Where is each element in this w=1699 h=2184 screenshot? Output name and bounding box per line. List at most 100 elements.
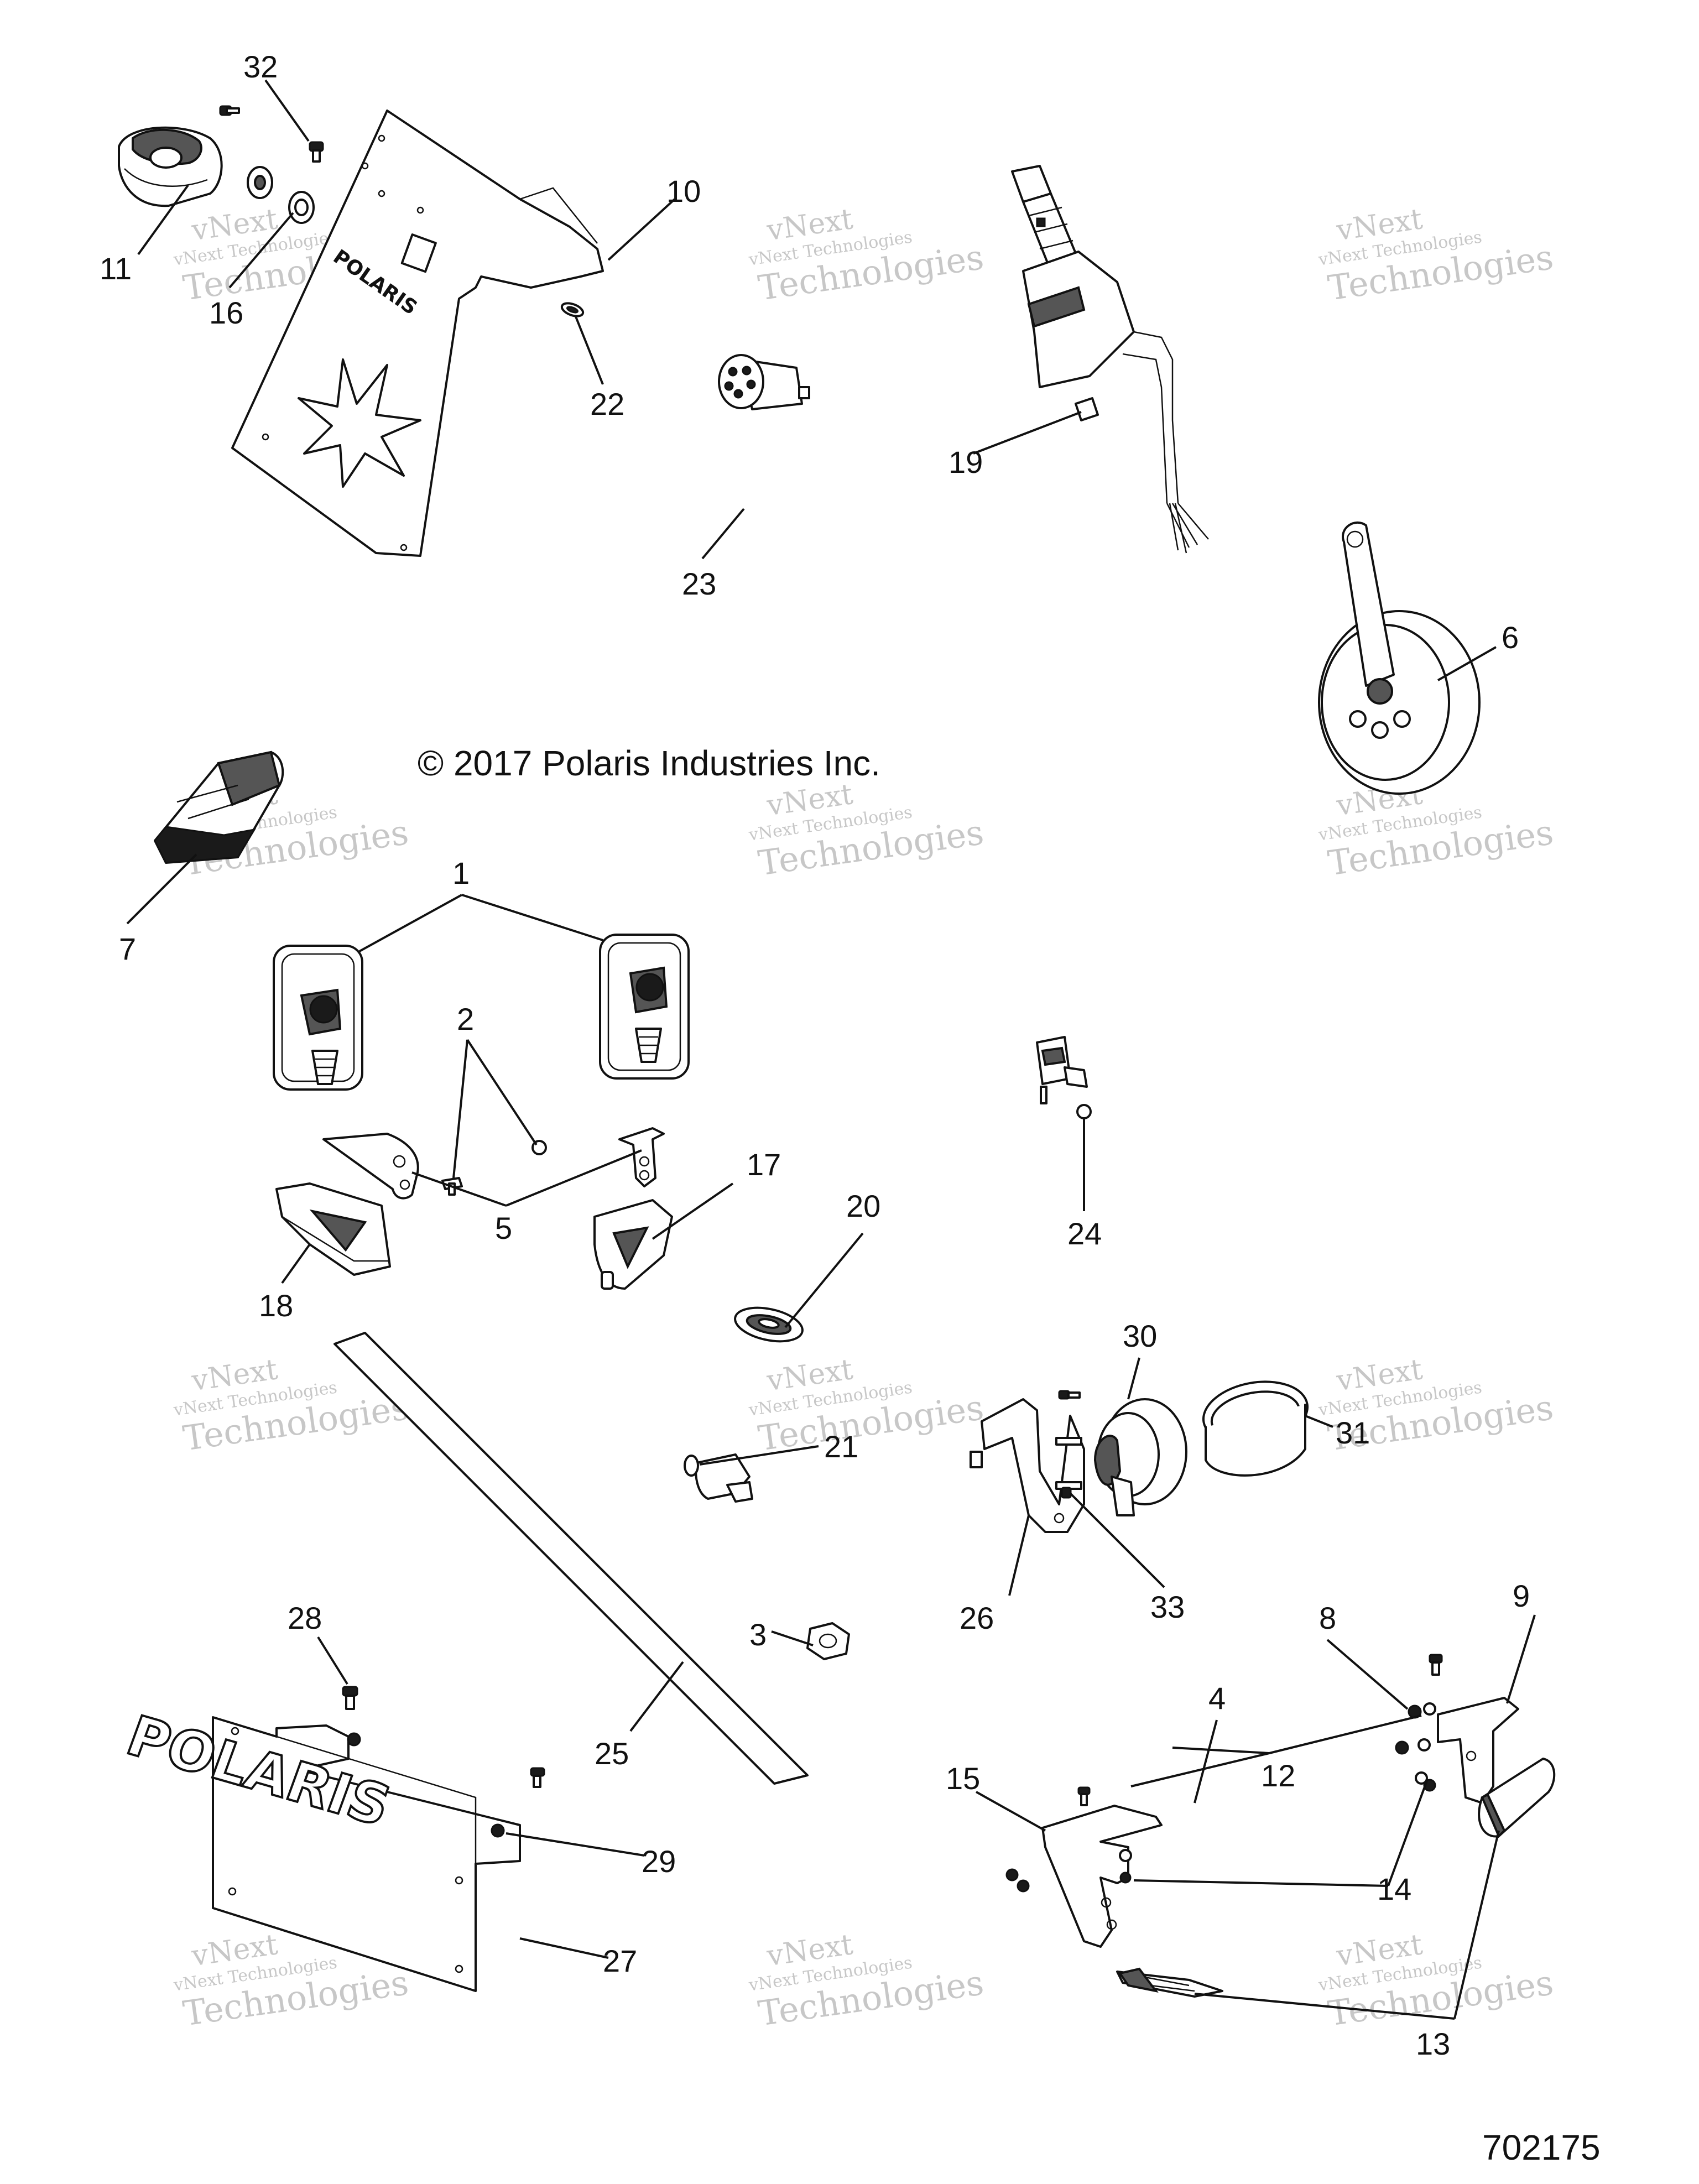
leader-32: [264, 79, 310, 142]
leader-9: [1506, 1614, 1536, 1704]
callout-33: 33: [1150, 1589, 1185, 1624]
part-21-sensor: [684, 1453, 753, 1503]
leader-18: [281, 1243, 311, 1284]
callout-7: 7: [119, 931, 136, 966]
part-8-nut: [1395, 1705, 1422, 1755]
leader-7: [126, 853, 197, 925]
leader-lines: [126, 79, 1536, 2020]
callout-23: 23: [682, 566, 716, 601]
part-26-light-bracket: [970, 1398, 1085, 1533]
part-29-nut: [347, 1732, 505, 1838]
part-25-strip: [333, 1332, 809, 1785]
leader-5: [411, 1149, 642, 1207]
callout-4: 4: [1208, 1681, 1226, 1716]
leader-19: [973, 411, 1082, 455]
leader-17: [652, 1182, 734, 1240]
callout-19: 19: [948, 445, 983, 479]
watermark: vNext vNext Technologies Technologies: [747, 1928, 986, 2034]
part-33-screw: [1061, 1487, 1072, 1499]
part-30-aux-light: [1055, 1390, 1187, 1516]
part-16-washer: [247, 166, 315, 224]
callout-12: 12: [1261, 1758, 1295, 1793]
leader-13: [1194, 1830, 1500, 2020]
part-5-mirror-bracket-left: [322, 1133, 419, 1200]
callout-5: 5: [495, 1211, 512, 1245]
callout-6: 6: [1502, 620, 1519, 655]
leader-1: [359, 894, 603, 952]
leader-12: [1130, 1714, 1422, 1787]
leader-11: [137, 184, 189, 256]
part-13-signal-light: [1116, 1758, 1556, 1998]
callout-14: 14: [1377, 1872, 1411, 1906]
part-23-connector: [718, 354, 810, 410]
leader-29: [505, 1832, 645, 1857]
callout-1: 1: [452, 856, 470, 890]
leader-27: [519, 1937, 609, 1959]
part-7-light-bar: [154, 750, 284, 864]
leader-26: [1008, 1515, 1030, 1596]
callout-2: 2: [457, 1002, 474, 1036]
callout-15: 15: [946, 1761, 980, 1796]
leader-14: [1133, 1780, 1428, 1887]
callout-3: 3: [749, 1617, 767, 1652]
leader-31: [1305, 1415, 1333, 1428]
part-17-mirror-cover: [593, 1199, 673, 1290]
leader-16: [228, 212, 294, 289]
part-10-mount-plate: POLARIS: [231, 110, 604, 557]
part-28-screw: [342, 1686, 545, 1788]
callout-29: 29: [642, 1844, 676, 1879]
callout-32: 32: [243, 49, 278, 84]
callout-8: 8: [1319, 1601, 1336, 1635]
leader-15: [976, 1791, 1046, 1832]
part-2-fasteners: [441, 1140, 547, 1196]
callout-26: 26: [960, 1601, 994, 1635]
part-20-grommet: [734, 1306, 804, 1343]
callout-20: 20: [846, 1189, 880, 1223]
part-24-switch: [1036, 1036, 1092, 1119]
callout-21: 21: [824, 1429, 858, 1464]
watermark: vNext vNext Technologies Technologies: [1317, 202, 1556, 308]
leader-20: [784, 1232, 864, 1328]
callout-9: 9: [1513, 1578, 1530, 1613]
watermark: vNext vNext Technologies Technologies: [1317, 1928, 1556, 2034]
copyright-notice: © 2017 Polaris Industries Inc.: [418, 743, 880, 783]
leader-6: [1437, 646, 1497, 681]
part-15-signal-bracket: [1041, 1805, 1163, 1948]
part-32-screw: [219, 105, 324, 163]
callout-27: 27: [603, 1943, 637, 1978]
callout-31: 31: [1336, 1415, 1370, 1450]
callout-30: 30: [1123, 1318, 1157, 1353]
callout-10: 10: [666, 174, 701, 209]
leader-30: [1127, 1357, 1140, 1400]
callout-28: 28: [288, 1601, 322, 1635]
part-6-horn: [1318, 521, 1481, 795]
leader-2: [452, 1039, 538, 1179]
callout-17: 17: [747, 1147, 781, 1182]
part-11-handlebar-light: [118, 126, 223, 207]
part-5-mirror-bracket-right: [618, 1127, 665, 1187]
watermark: vNext vNext Technologies Technologies: [747, 1353, 986, 1458]
part-3-nut: [806, 1622, 850, 1660]
callout-24: 24: [1067, 1216, 1102, 1251]
callout-25: 25: [595, 1736, 629, 1771]
callout-18: 18: [259, 1288, 293, 1323]
part-27-plate: POLARIS: [118, 1702, 521, 1992]
leader-10: [607, 198, 676, 261]
part-22-clip: [560, 302, 585, 317]
part-4-screw: [1077, 1654, 1443, 1806]
leader-22: [574, 315, 604, 385]
part-1-mirror-left: [273, 945, 363, 1091]
part-1-mirror-right: [599, 934, 690, 1080]
leader-33: [1069, 1492, 1165, 1588]
part-14-nut: [1005, 1779, 1436, 1893]
leader-21: [699, 1445, 819, 1466]
leader-23: [701, 508, 745, 560]
document-number: 702175: [1482, 2128, 1601, 2167]
leader-3: [771, 1630, 814, 1646]
callout-22: 22: [590, 387, 624, 421]
callout-labels: 1 2 3 4 5 6 7 8 9 10 11 12 13 14 15 16 1…: [100, 49, 1530, 2061]
watermark: vNext vNext Technologies Technologies: [747, 202, 986, 308]
callout-11: 11: [100, 251, 132, 286]
part-31-light-bezel: [1202, 1380, 1309, 1477]
